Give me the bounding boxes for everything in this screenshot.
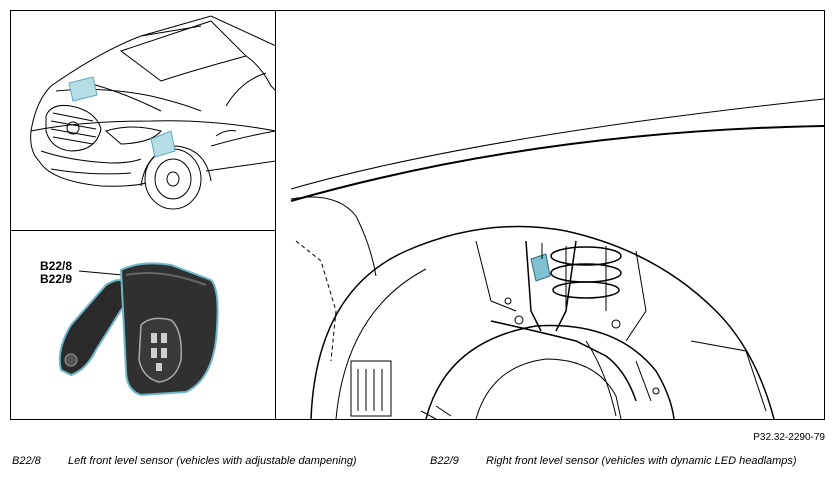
legend-description: Left front level sensor (vehicles with a… [68, 455, 357, 467]
vehicle-overview-drawing [30, 15, 275, 210]
figure-frame: B22/8 B22/9 [10, 10, 825, 420]
legend-code: B22/8 [12, 455, 41, 467]
sensor-highlight-marker [530, 253, 551, 282]
vehicle-overview-panel [11, 11, 276, 231]
wheel-arch-detail-panel [276, 11, 824, 419]
legend-description: Right front level sensor (vehicles with … [486, 455, 797, 467]
sensor-component-panel: B22/8 B22/9 [11, 230, 276, 420]
figure-reference-number: P32.32-2290-79 [753, 432, 825, 443]
wheel-arch-detail-drawing [290, 98, 824, 419]
level-sensor-drawing [58, 262, 219, 397]
legend-code: B22/9 [430, 455, 459, 467]
left-sensor-location-marker [68, 76, 98, 102]
callout-b22-9: B22/9 [40, 272, 73, 286]
callout-b22-8: B22/8 [40, 259, 73, 273]
right-sensor-location-marker [150, 130, 176, 158]
